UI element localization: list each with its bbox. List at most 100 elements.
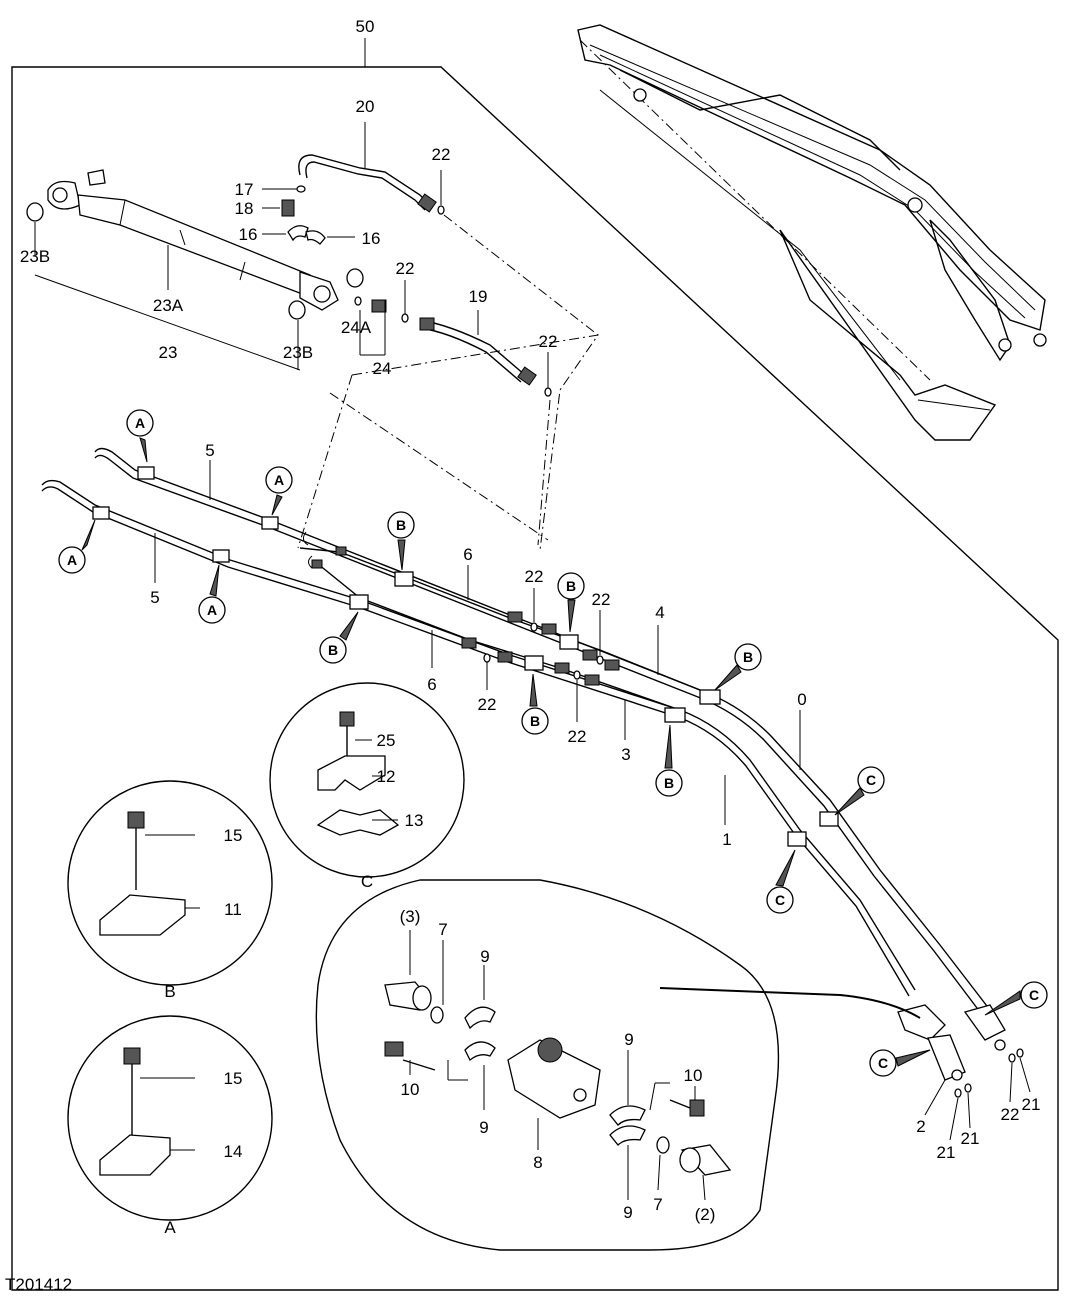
callout-6: 6 <box>427 675 436 694</box>
callout-6: 6 <box>463 545 472 564</box>
marker-b-6: B <box>655 724 683 797</box>
svg-text:A: A <box>207 602 217 618</box>
pipe-bundle <box>41 447 991 1017</box>
callout-22: 22 <box>525 567 544 586</box>
callout-16: 16 <box>239 225 258 244</box>
clamp-markers: A A A A B B B <box>58 409 1048 1077</box>
callout-19: 19 <box>469 287 488 306</box>
marker-b-1: B <box>387 511 415 571</box>
callout-15: 15 <box>224 1069 243 1088</box>
detail-caption-c: C <box>361 872 373 891</box>
marker-c-3: C <box>984 981 1048 1016</box>
callout-22: 22 <box>539 332 558 351</box>
pipe-leaders <box>154 460 801 825</box>
marker-b-2: B <box>319 611 359 664</box>
callout-3-paren: (3) <box>400 907 421 926</box>
svg-text:B: B <box>396 517 406 533</box>
marker-b-4: B <box>521 673 549 735</box>
projection-lines <box>297 334 600 551</box>
svg-text:A: A <box>135 415 145 431</box>
svg-text:C: C <box>878 1055 888 1071</box>
svg-text:B: B <box>530 713 540 729</box>
marker-c-1: C <box>834 766 885 816</box>
detail-pointer-line <box>659 987 921 1019</box>
callout-25: 25 <box>377 731 396 750</box>
marker-c-4: C <box>869 1049 931 1077</box>
callout-12: 12 <box>377 767 396 786</box>
figure-id: T201412 <box>5 1275 72 1294</box>
detail-a <box>67 1015 273 1221</box>
svg-text:C: C <box>1029 987 1039 1003</box>
svg-text:C: C <box>866 772 876 788</box>
svg-text:B: B <box>328 642 338 658</box>
callout-10: 10 <box>684 1066 703 1085</box>
flange-detail <box>315 879 780 1251</box>
callout-9: 9 <box>480 947 489 966</box>
callout-9: 9 <box>623 1203 632 1222</box>
callout-7: 7 <box>653 1195 662 1214</box>
callout-0: 0 <box>797 690 806 709</box>
callout-18: 18 <box>235 199 254 218</box>
detail-caption-b: B <box>164 982 175 1001</box>
marker-a-1: A <box>126 409 154 463</box>
cylinder-assembly <box>26 169 364 371</box>
callout-23b: 23B <box>20 247 50 266</box>
detail-caption-a: A <box>164 1218 176 1237</box>
callout-50: 50 <box>356 17 375 36</box>
callout-15: 15 <box>224 826 243 845</box>
pipe-clamps <box>92 466 839 847</box>
callout-21: 21 <box>1022 1095 1041 1114</box>
callout-3: 3 <box>621 745 630 764</box>
svg-text:C: C <box>775 892 785 908</box>
detail-b <box>67 780 273 986</box>
callout-4: 4 <box>655 603 664 622</box>
callout-22: 22 <box>1001 1105 1020 1124</box>
callout-5: 5 <box>150 588 159 607</box>
callout-13: 13 <box>405 811 424 830</box>
hose-19-fittings <box>354 280 552 397</box>
callout-5: 5 <box>205 441 214 460</box>
callout-23b: 23B <box>283 343 313 362</box>
end-fittings <box>659 987 1031 1141</box>
boom-arm-sketch <box>577 24 1047 441</box>
pipe-fittings <box>311 546 620 722</box>
marker-a-3: A <box>58 519 96 574</box>
callout-22: 22 <box>432 145 451 164</box>
callout-11: 11 <box>224 900 242 919</box>
clamp-parts-16-18 <box>262 185 355 245</box>
svg-text:B: B <box>566 578 576 594</box>
svg-text:B: B <box>664 775 674 791</box>
marker-a-2: A <box>265 466 293 516</box>
callout-9: 9 <box>624 1030 633 1049</box>
callout-22: 22 <box>396 259 415 278</box>
callout-22: 22 <box>592 590 611 609</box>
marker-b-5: B <box>714 643 762 691</box>
callout-23a: 23A <box>153 296 184 315</box>
callout-22: 22 <box>478 695 497 714</box>
svg-text:B: B <box>743 649 753 665</box>
callout-21: 21 <box>961 1129 980 1148</box>
svg-text:A: A <box>67 552 77 568</box>
callout-16: 16 <box>362 229 381 248</box>
callout-2: 2 <box>916 1117 925 1136</box>
callout-10: 10 <box>401 1080 420 1099</box>
callout-24a: 24A <box>341 318 372 337</box>
callout-1: 1 <box>722 830 731 849</box>
callout-23: 23 <box>159 343 178 362</box>
marker-a-4: A <box>198 564 226 624</box>
detail-c <box>269 682 465 878</box>
callout-22: 22 <box>568 727 587 746</box>
callout-8: 8 <box>533 1153 542 1172</box>
callout-17: 17 <box>235 180 254 199</box>
assembly-boundary <box>11 66 1059 1291</box>
hose-20 <box>298 122 599 336</box>
marker-b-3: B <box>557 572 585 633</box>
callout-14: 14 <box>224 1142 243 1161</box>
callout-labels: 50 20 22 17 18 16 16 23B 23A 23 23B 22 1… <box>5 17 1040 1294</box>
callout-9: 9 <box>479 1118 488 1137</box>
callout-7: 7 <box>438 920 447 939</box>
callout-21: 21 <box>937 1143 956 1162</box>
callout-2-paren: (2) <box>695 1205 716 1224</box>
